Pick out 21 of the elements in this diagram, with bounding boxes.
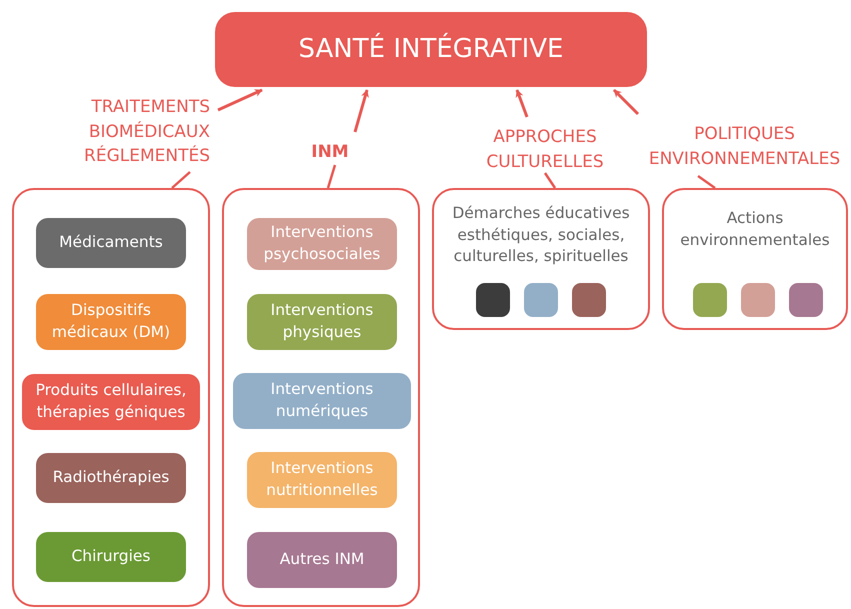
category-box: Autres INM — [247, 532, 397, 588]
category-box: Chirurgies — [36, 532, 186, 582]
title-box: SANTÉ INTÉGRATIVE — [215, 12, 647, 87]
group-heading: POLITIQUES ENVIRONNEMENTALES — [648, 123, 842, 171]
group-heading: INM — [310, 141, 350, 164]
arrow — [354, 89, 369, 132]
category-box: Interventions numériques — [233, 373, 411, 429]
category-box: Radiothérapies — [36, 453, 186, 503]
category-box: Dispositifs médicaux (DM) — [36, 294, 186, 350]
category-box: Produits cellulaires, thérapies géniques — [22, 374, 200, 430]
arrow — [516, 89, 528, 118]
category-box: Interventions physiques — [247, 294, 397, 350]
group-heading: TRAITEMENTS BIOMÉDICAUX RÉGLEMENTÉS — [83, 96, 210, 168]
category-box: Interventions psychosociales — [247, 218, 397, 270]
category-box: Interventions nutritionnelles — [247, 452, 397, 508]
arrow — [612, 88, 640, 116]
category-box: Médicaments — [36, 218, 186, 268]
group-heading: APPROCHES CULTURELLES — [485, 126, 605, 174]
arrow — [217, 88, 263, 112]
group-description: Actions environnementales — [679, 208, 831, 251]
group-description: Démarches éducatives esthétiques, sociales, culturelles, spirituelles — [451, 203, 631, 268]
